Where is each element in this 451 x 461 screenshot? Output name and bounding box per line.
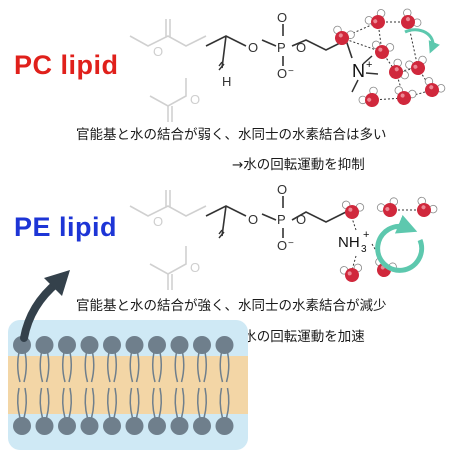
membrane-lipid — [35, 336, 54, 435]
pc-o-minus-sign: − — [288, 66, 294, 77]
pc-molecule: O O H O P O O − O N + — [129, 10, 379, 122]
membrane-core — [8, 356, 248, 414]
pe-description-line1: 官能基と水の結合が強く、水同士の水素結合が減少 — [76, 298, 387, 314]
pe-p-label: P — [277, 212, 286, 227]
pc-description-line2: →水の回転運動を抑制 — [232, 157, 365, 173]
water-molecule — [339, 263, 363, 282]
membrane-lipid-bilayer — [13, 336, 234, 435]
pe-ester-o-faded: O — [153, 214, 163, 229]
pe-lipid-title: PE lipid — [14, 212, 118, 242]
pc-n-charge: + — [366, 59, 372, 71]
pc-water-cluster — [333, 8, 446, 107]
pc-backbone-faded — [129, 19, 207, 122]
water-molecule — [333, 25, 355, 45]
pe-backbone-faded — [129, 190, 207, 290]
pc-ester-o-faded: O — [153, 44, 163, 59]
pe-molecule: O O O P O O − O NH 3 + — [129, 182, 369, 290]
pc-stereo-hash — [218, 61, 225, 71]
water-molecule — [389, 58, 409, 80]
pc-n-methyls — [351, 55, 379, 93]
pe-backbone — [205, 196, 347, 238]
membrane-lipid — [125, 336, 144, 435]
pe-o-minus: O — [277, 238, 287, 253]
pe-nh-subscript: 3 — [361, 244, 367, 255]
pc-p-label: P — [277, 40, 286, 55]
pc-backbone — [205, 24, 353, 69]
pe-rotation-arrow — [375, 214, 425, 273]
membrane-lipid — [58, 336, 76, 435]
pe-ester-o2-faded: O — [190, 260, 200, 275]
pe-stereo-hash — [218, 229, 225, 239]
pe-nh-charge: + — [363, 229, 369, 241]
pc-o-ester: O — [296, 40, 306, 55]
pc-o-minus: O — [277, 66, 287, 81]
membrane-lipid — [103, 336, 121, 435]
membrane-lipid — [80, 336, 99, 435]
pc-lipid-title: PC lipid — [14, 50, 119, 80]
pc-n-label: N — [352, 61, 365, 81]
hydrogen-bond — [351, 217, 357, 231]
water-molecule — [417, 196, 438, 217]
pc-rotation-arrow — [404, 28, 440, 54]
water-molecule — [401, 8, 422, 29]
membrane-lipid — [193, 336, 211, 435]
pointer-arrowhead — [44, 270, 70, 296]
membrane-lipid — [170, 336, 189, 435]
hydrogen-bond — [351, 255, 357, 271]
water-molecule — [371, 40, 395, 59]
membrane-lipid — [215, 336, 234, 435]
pe-o-ester: O — [296, 212, 306, 227]
hydrogen-bond — [341, 37, 383, 53]
pe-o-double: O — [277, 182, 287, 197]
membrane-lipid — [148, 336, 166, 435]
water-molecule — [358, 86, 379, 107]
pc-ester-o2-faded: O — [190, 92, 200, 107]
pe-nh-label: NH — [338, 234, 360, 251]
pc-description-line1: 官能基と水の結合が弱く、水同士の水素結合は多い — [76, 127, 387, 143]
water-molecule — [364, 9, 386, 29]
water-molecule — [376, 197, 399, 217]
water-molecule — [405, 55, 427, 75]
water-molecule — [394, 86, 417, 105]
pc-o-label: O — [248, 40, 258, 55]
pe-o-label: O — [248, 212, 258, 227]
pe-o-minus-sign: − — [288, 238, 294, 249]
pe-description-line2: →水の回転運動を加速 — [232, 329, 365, 345]
pc-h-label: H — [222, 74, 231, 89]
pc-o-double: O — [277, 10, 287, 25]
water-molecule — [341, 200, 365, 219]
water-molecule — [424, 77, 446, 97]
